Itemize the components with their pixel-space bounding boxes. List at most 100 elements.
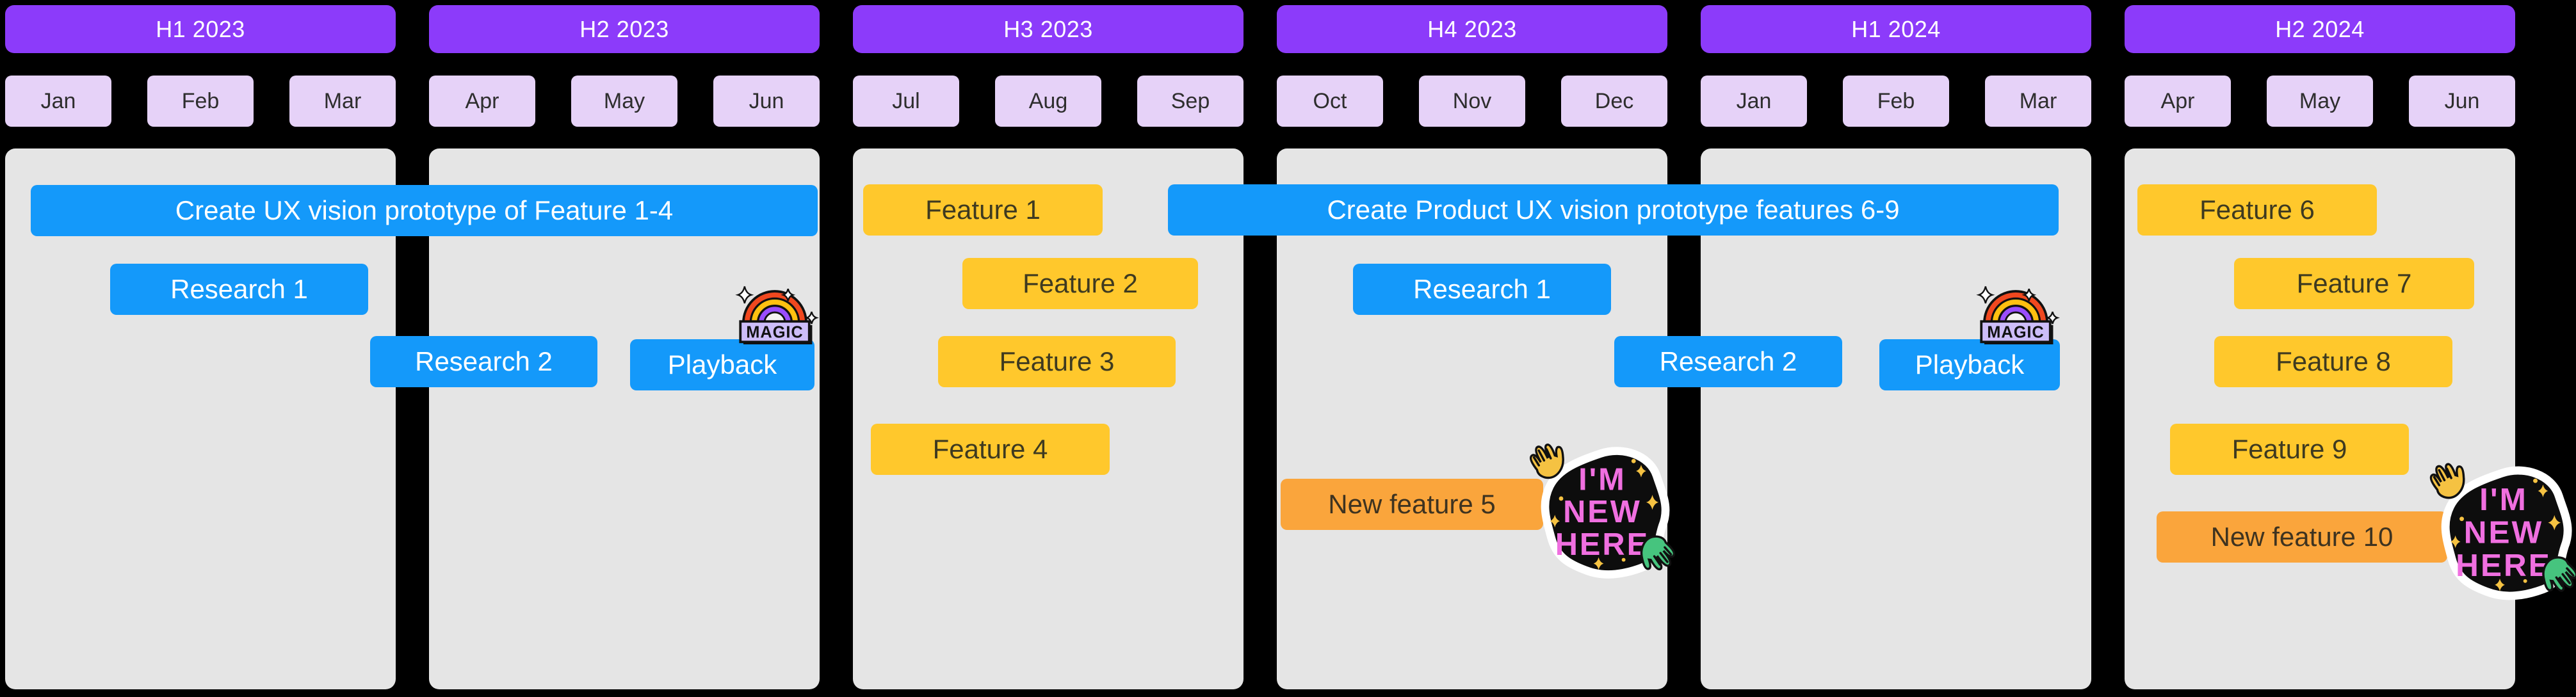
- half-year-header[interactable]: H1 2023: [5, 5, 396, 53]
- month-chip-label: Aug: [1028, 88, 1068, 113]
- month-chip[interactable]: Mar: [1985, 76, 2091, 127]
- month-chip-label: Jun: [2444, 88, 2480, 113]
- svg-text:I'M: I'M: [2479, 481, 2528, 517]
- month-chip[interactable]: Mar: [289, 76, 396, 127]
- svg-text:MAGIC: MAGIC: [746, 324, 804, 342]
- month-chip-label: Apr: [465, 88, 499, 113]
- half-year-section-panel[interactable]: [1701, 148, 2091, 689]
- month-chip[interactable]: Jun: [2409, 76, 2515, 127]
- month-chip[interactable]: Dec: [1561, 76, 1667, 127]
- svg-text:HERE: HERE: [2456, 547, 2552, 583]
- month-chip-label: Sep: [1171, 88, 1210, 113]
- task-bar[interactable]: Feature 9: [2170, 424, 2409, 475]
- half-year-header[interactable]: H3 2023: [853, 5, 1243, 53]
- task-bar[interactable]: Create UX vision prototype of Feature 1-…: [31, 185, 818, 236]
- task-bar-label: Research 2: [1659, 346, 1797, 376]
- half-year-header-label: H1 2024: [1851, 15, 1941, 42]
- task-bar-label: Feature 6: [2199, 195, 2315, 225]
- month-chip[interactable]: Jan: [1701, 76, 1807, 127]
- month-chip[interactable]: Feb: [1843, 76, 1949, 127]
- half-year-header-label: H3 2023: [1003, 15, 1093, 42]
- waving-hand-green: [1640, 535, 1676, 571]
- svg-text:NEW: NEW: [1563, 495, 1642, 529]
- task-bar[interactable]: New feature 5: [1281, 479, 1543, 530]
- task-bar[interactable]: Research 2: [370, 336, 597, 387]
- half-year-header-label: H1 2023: [156, 15, 245, 42]
- half-year-header[interactable]: H1 2024: [1701, 5, 2091, 53]
- half-year-section-panel[interactable]: [1277, 148, 1667, 689]
- month-chip[interactable]: Oct: [1277, 76, 1383, 127]
- task-bar[interactable]: Feature 7: [2234, 258, 2474, 309]
- task-bar[interactable]: Feature 1: [863, 184, 1103, 236]
- task-bar-label: Research 2: [415, 346, 553, 376]
- month-chip-label: Mar: [323, 88, 362, 113]
- month-chip-label: Jul: [892, 88, 920, 113]
- half-year-header[interactable]: H2 2023: [429, 5, 820, 53]
- task-bar[interactable]: Research 2: [1614, 336, 1842, 387]
- month-chip[interactable]: Nov: [1419, 76, 1525, 127]
- task-bar-label: New feature 5: [1328, 489, 1496, 519]
- month-chip-label: Jun: [749, 88, 784, 113]
- half-year-header[interactable]: H4 2023: [1277, 5, 1667, 53]
- svg-text:HERE: HERE: [1555, 527, 1649, 562]
- im-new-here-sticker-art: I'M NEW HERE: [2429, 463, 2576, 600]
- month-chip-label: Dec: [1594, 88, 1634, 113]
- svg-text:I'M: I'M: [1578, 462, 1626, 497]
- task-bar-label: Research 1: [1413, 274, 1551, 304]
- month-chip-label: Oct: [1313, 88, 1347, 113]
- task-bar[interactable]: Playback: [1879, 339, 2060, 390]
- half-year-section-panel[interactable]: [853, 148, 1243, 689]
- magic-rainbow-icon: MAGIC: [735, 286, 819, 345]
- task-bar-label: Feature 4: [932, 434, 1048, 464]
- im-new-here-sticker[interactable]: I'M NEW HERE: [1528, 444, 1676, 579]
- magic-sticker[interactable]: MAGIC: [733, 280, 819, 346]
- task-bar[interactable]: Create Product UX vision prototype featu…: [1168, 184, 2059, 236]
- waving-hand-yellow: [2429, 463, 2465, 499]
- month-chip[interactable]: Apr: [429, 76, 535, 127]
- task-bar[interactable]: Feature 6: [2137, 184, 2377, 236]
- half-year-section-panel[interactable]: [5, 148, 396, 689]
- waving-hand-yellow: [1529, 444, 1564, 479]
- task-bar-label: Create UX vision prototype of Feature 1-…: [175, 195, 674, 225]
- task-bar[interactable]: Research 1: [110, 264, 368, 315]
- task-bar[interactable]: Feature 3: [938, 336, 1176, 387]
- im-new-here-sticker[interactable]: I'M NEW HERE: [2429, 462, 2576, 600]
- month-chip-label: Feb: [181, 88, 220, 113]
- magic-sticker[interactable]: MAGIC: [1973, 280, 2060, 346]
- month-chip[interactable]: Apr: [2125, 76, 2231, 127]
- task-bar[interactable]: New feature 10: [2157, 511, 2447, 563]
- month-chip-label: Feb: [1877, 88, 1915, 113]
- month-chip[interactable]: Sep: [1137, 76, 1243, 127]
- half-year-section-panel[interactable]: [2125, 148, 2515, 689]
- month-chip[interactable]: May: [571, 76, 677, 127]
- month-chip-label: Nov: [1452, 88, 1492, 113]
- half-year-header-label: H4 2023: [1427, 15, 1517, 42]
- month-chip-label: Jan: [40, 88, 76, 113]
- month-chip[interactable]: Jan: [5, 76, 111, 127]
- half-year-header[interactable]: H2 2024: [2125, 5, 2515, 53]
- task-bar-label: Playback: [1915, 349, 2025, 380]
- month-chip-label: Jan: [1736, 88, 1772, 113]
- month-chip[interactable]: May: [2267, 76, 2373, 127]
- month-chip[interactable]: Feb: [147, 76, 254, 127]
- month-chip[interactable]: Aug: [995, 76, 1101, 127]
- month-chip-label: May: [2299, 88, 2341, 113]
- task-bar[interactable]: Feature 2: [962, 258, 1198, 309]
- month-chip[interactable]: Jun: [713, 76, 820, 127]
- month-chip[interactable]: Jul: [853, 76, 959, 127]
- task-bar-label: Feature 8: [2276, 346, 2391, 376]
- task-bar[interactable]: Feature 8: [2214, 336, 2452, 387]
- task-bar-label: Feature 3: [999, 346, 1115, 376]
- half-year-header-label: H2 2023: [579, 15, 669, 42]
- task-bar[interactable]: Research 1: [1353, 264, 1611, 315]
- task-bar-label: Create Product UX vision prototype featu…: [1327, 195, 1900, 225]
- svg-text:MAGIC: MAGIC: [1987, 324, 2045, 342]
- task-bar[interactable]: Playback: [630, 339, 814, 390]
- task-bar-label: Feature 9: [2232, 434, 2347, 464]
- task-bar[interactable]: Feature 4: [871, 424, 1110, 475]
- half-year-section-panel[interactable]: [429, 148, 820, 689]
